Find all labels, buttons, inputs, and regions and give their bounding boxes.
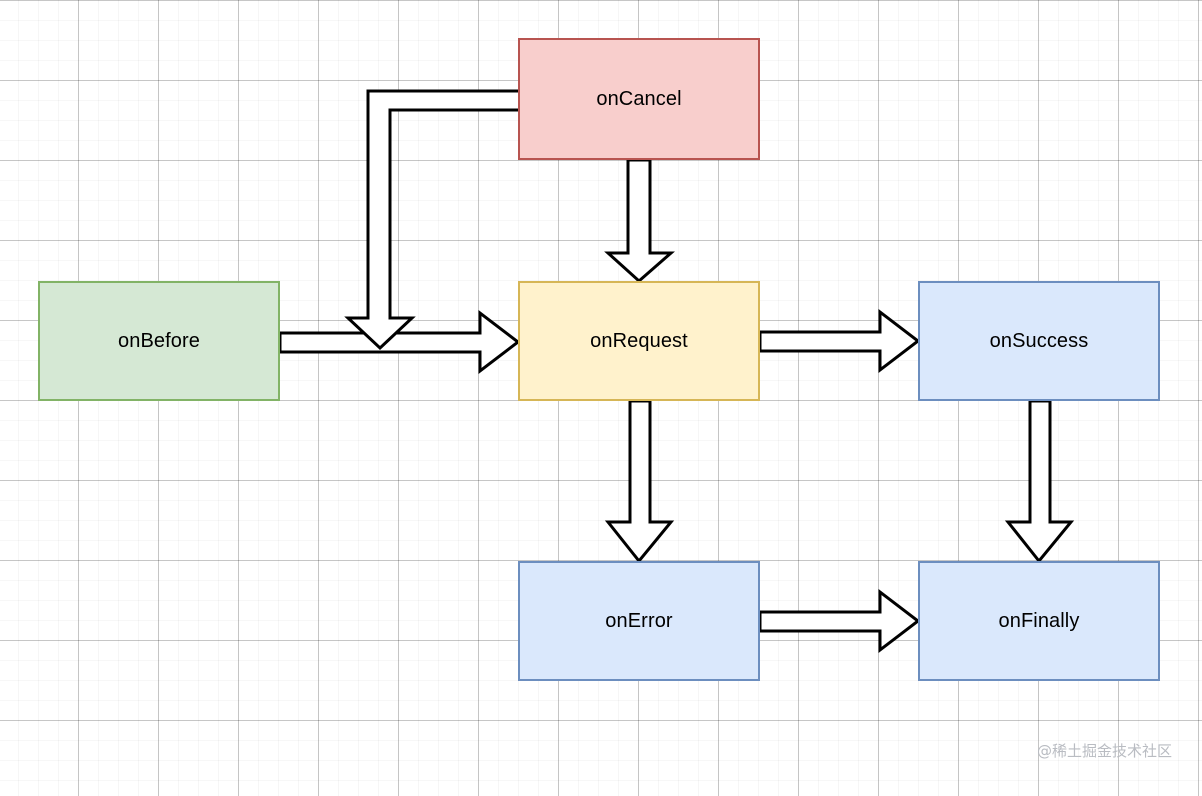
node-onbefore[interactable]: onBefore xyxy=(38,281,280,401)
node-oncancel-label: onCancel xyxy=(596,87,682,110)
node-onrequest[interactable]: onRequest xyxy=(518,281,760,401)
edge-onsuccess-to-onfinally xyxy=(1004,399,1075,564)
node-onbefore-label: onBefore xyxy=(118,329,200,352)
node-onsuccess-label: onSuccess xyxy=(989,329,1089,352)
node-onrequest-label: onRequest xyxy=(590,329,688,352)
edge-onrequest-to-onerror xyxy=(604,399,675,564)
node-onerror-label: onError xyxy=(605,609,673,632)
edge-onrequest-to-onsuccess xyxy=(758,308,921,374)
node-onsuccess[interactable]: onSuccess xyxy=(918,281,1160,401)
edge-oncancel-loop-to-onrequest xyxy=(344,89,518,351)
node-oncancel[interactable]: onCancel xyxy=(518,38,760,160)
edge-oncancel-to-onrequest xyxy=(604,158,675,284)
watermark-text: @稀土掘金技术社区 xyxy=(1036,742,1172,760)
node-onfinally-label: onFinally xyxy=(998,609,1080,632)
node-onerror[interactable]: onError xyxy=(518,561,760,681)
edge-onerror-to-onfinally xyxy=(758,588,921,654)
edge-onbefore-to-onrequest xyxy=(278,309,521,375)
node-onfinally[interactable]: onFinally xyxy=(918,561,1160,681)
